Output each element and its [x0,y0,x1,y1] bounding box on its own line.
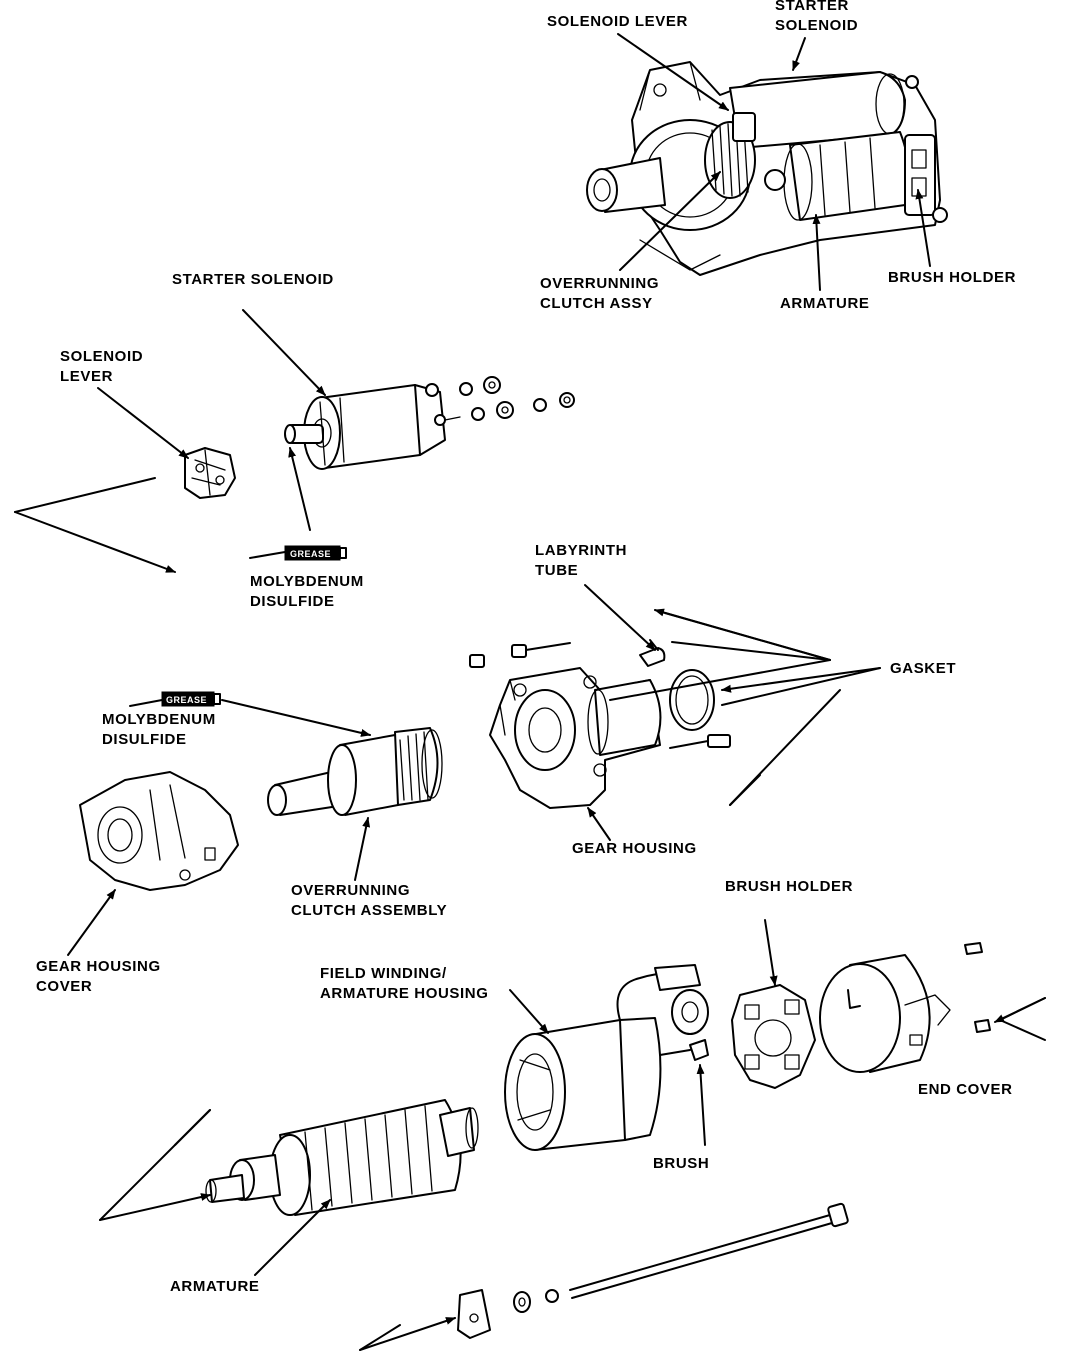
solenoid-leaders [14,309,326,573]
label-end-cover: END COVER [918,1081,1013,1098]
gear-housing-illustration [489,667,662,809]
overrunning-clutch-illustration [267,727,443,816]
label-starter-solenoid: STARTER SOLENOID [172,271,334,288]
through-bolt-illustration [359,1202,849,1351]
label-overrunning-clutch-assembly: OVERRUNNING CLUTCH ASSEMBLY [291,882,448,919]
housing-bolts-illustration [469,642,731,749]
armature-leaders [99,1109,331,1276]
armature-illustration [205,1099,479,1216]
grease-tube-2: GREASE [129,691,221,707]
terminal-nuts-illustration [459,376,575,421]
brush-holder-illustration [731,984,816,1089]
label-top-overrunning-clutch: OVERRUNNING CLUTCH ASSY [540,275,660,312]
svg-text:GREASE: GREASE [290,549,331,559]
field-winding-housing-illustration [504,964,709,1151]
grease-tube-1: GREASE [249,545,347,561]
label-field-winding-armature-housing: FIELD WINDING/ ARMATURE HOUSING [320,965,489,1002]
svg-text:GREASE: GREASE [166,695,207,705]
end-cover-illustration [819,942,991,1073]
label-gear-housing-cover: GEAR HOUSING COVER [36,958,161,995]
rear-leaders [764,919,1046,1041]
labyrinth-tube-illustration [639,639,666,667]
label-top-solenoid-lever: SOLENOID LEVER [547,13,688,30]
label-gear-housing: GEAR HOUSING [572,840,697,857]
label-labyrinth-tube: LABYRINTH TUBE [535,542,628,579]
gasket-illustration [669,669,715,731]
clutch-leaders [221,699,371,881]
label-molybdenum-disulfide-1: MOLYBDENUM DISULFIDE [250,573,364,610]
label-brush: BRUSH [653,1155,710,1172]
gear-housing-leaders [584,584,881,841]
label-gasket: GASKET [890,660,957,677]
starter-solenoid-illustration [284,383,461,470]
label-top-starter-solenoid: STARTER SOLENOID [775,0,859,34]
label-top-armature: ARMATURE [780,295,870,312]
gear-housing-cover-illustration [79,771,239,891]
assembled-leaders [617,33,931,291]
label-top-brush-holder: BRUSH HOLDER [888,269,1017,286]
cover-leaders [67,889,116,956]
solenoid-lever-illustration [184,447,236,499]
label-brush-holder: BRUSH HOLDER [725,878,854,895]
field-leaders [509,989,706,1146]
label-armature: ARMATURE [170,1278,260,1295]
label-molybdenum-disulfide-2: MOLYBDENUM DISULFIDE [102,711,216,748]
label-solenoid-lever: SOLENOID LEVER [60,348,144,385]
assembled-starter-illustration [586,61,948,276]
